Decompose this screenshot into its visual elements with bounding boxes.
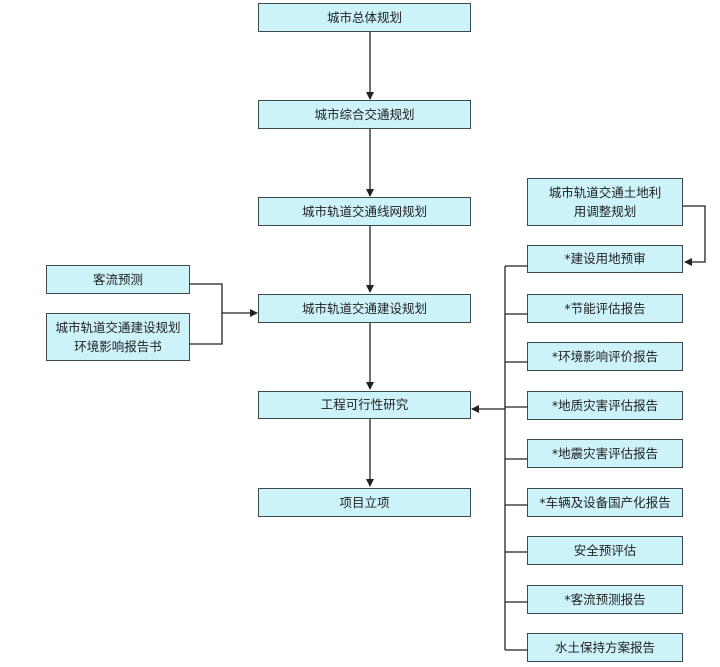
node-report-energy: *节能评估报告 bbox=[527, 294, 683, 323]
node-report-environment: *环境影响评价报告 bbox=[527, 342, 683, 371]
node-rail-network-plan: 城市轨道交通线网规划 bbox=[258, 197, 471, 226]
node-report-soil-water: 水土保持方案报告 bbox=[527, 633, 683, 662]
node-report-seismic: *地震灾害评估报告 bbox=[527, 439, 683, 468]
node-report-localization: *车辆及设备国产化报告 bbox=[527, 488, 683, 517]
node-urban-transport-plan: 城市综合交通规划 bbox=[258, 100, 471, 129]
node-land-use-plan: 城市轨道交通土地利用调整规划 bbox=[527, 178, 683, 226]
node-project-approval: 项目立项 bbox=[258, 488, 471, 517]
node-report-geological: *地质灾害评估报告 bbox=[527, 391, 683, 420]
node-report-safety: 安全预评估 bbox=[527, 536, 683, 565]
node-feasibility-study: 工程可行性研究 bbox=[258, 391, 471, 419]
bracket-left-inputs bbox=[190, 283, 223, 345]
node-urban-master-plan: 城市总体规划 bbox=[258, 3, 471, 32]
node-report-land-preapproval: *建设用地预审 bbox=[527, 245, 683, 273]
node-report-passenger-forecast: *客流预测报告 bbox=[527, 585, 683, 614]
arrow-land-use bbox=[683, 205, 706, 266]
node-rail-construction-plan: 城市轨道交通建设规划 bbox=[258, 294, 471, 323]
node-environmental-impact-report: 城市轨道交通建设规划环境影响报告书 bbox=[46, 313, 190, 361]
node-passenger-forecast: 客流预测 bbox=[46, 265, 190, 294]
